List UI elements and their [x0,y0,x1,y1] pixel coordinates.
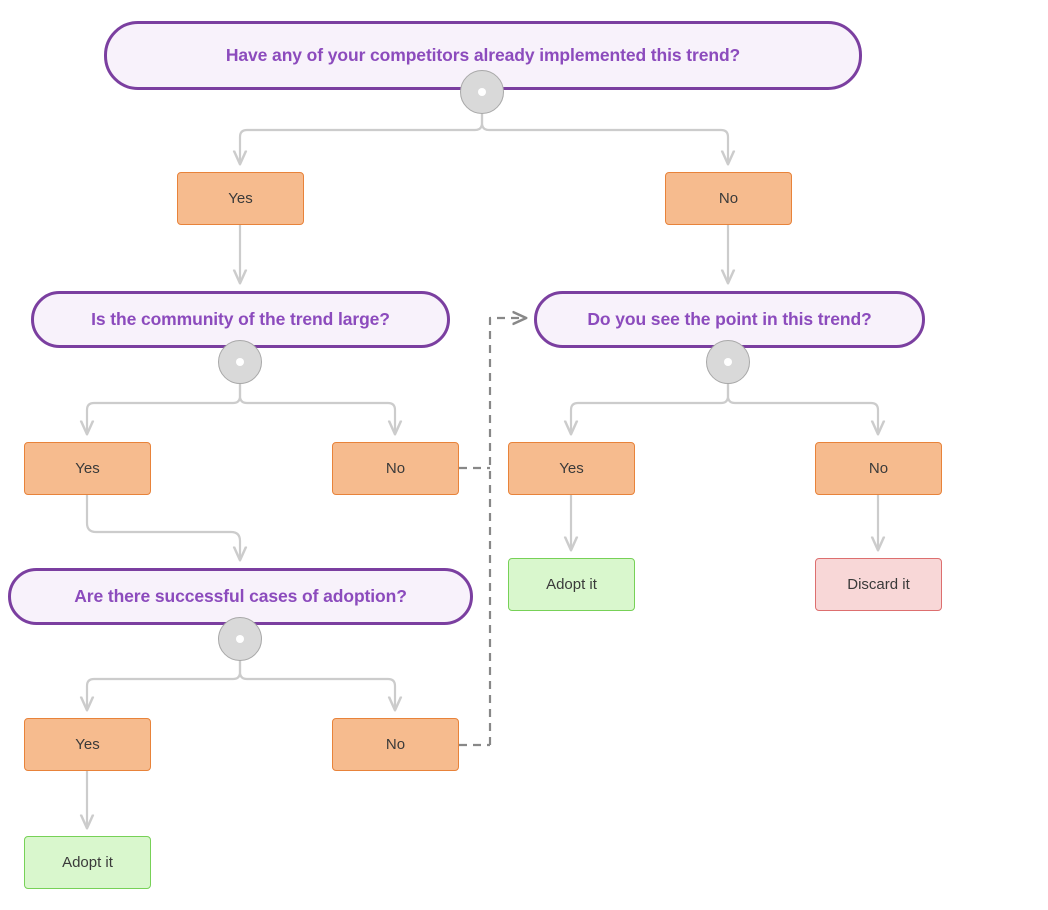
terminal-adopt-it-left[interactable]: Adopt it [24,836,151,889]
answer-community-yes[interactable]: Yes [24,442,151,495]
answer-competitors-yes[interactable]: Yes [177,172,304,225]
terminal-adopt-it-right[interactable]: Adopt it [508,558,635,611]
junction-hub-competitors[interactable] [460,70,504,114]
edge-cases-to-yes [87,659,242,709]
edge-yes2-to-cases [85,493,240,559]
answer-competitors-no[interactable]: No [665,172,792,225]
edge-point-to-yes [571,382,730,433]
junction-hub-community[interactable] [218,340,262,384]
edge-cases-to-no [238,659,395,709]
edge-root-to-no [480,112,728,163]
answer-successful-cases-no[interactable]: No [332,718,459,771]
edge-community-to-yes [87,382,242,433]
edge-trunk-to-point [488,318,525,745]
edge-community-to-no [238,382,395,433]
edge-point-to-no [726,382,878,433]
answer-see-the-point-yes[interactable]: Yes [508,442,635,495]
answer-successful-cases-yes[interactable]: Yes [24,718,151,771]
answer-see-the-point-no[interactable]: No [815,442,942,495]
answer-community-no[interactable]: No [332,442,459,495]
junction-hub-see-the-point[interactable] [706,340,750,384]
decision-successful-cases[interactable]: Are there successful cases of adoption? [8,568,473,625]
edge-root-to-yes [240,112,484,163]
terminal-discard-it[interactable]: Discard it [815,558,942,611]
junction-hub-successful-cases[interactable] [218,617,262,661]
